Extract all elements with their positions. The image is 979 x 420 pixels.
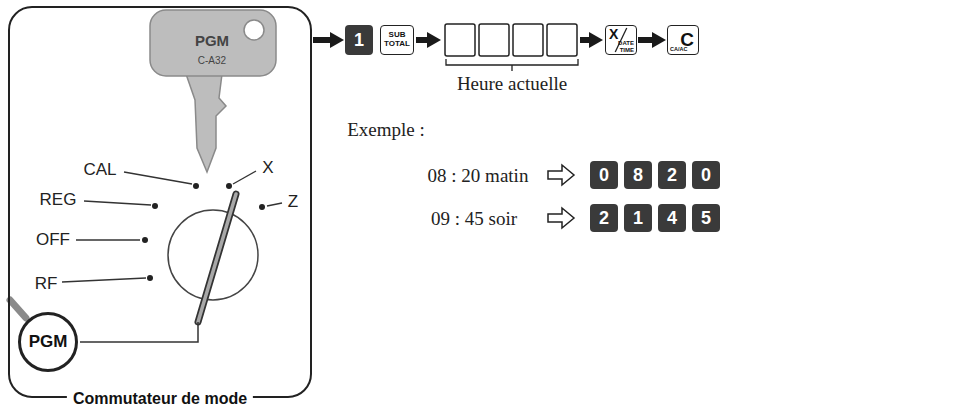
key-legend: SUB TOTAL — [384, 31, 410, 49]
key-marking: PGM — [195, 32, 229, 49]
mode-label: REG — [40, 190, 77, 210]
key-illustration — [150, 10, 276, 172]
flow-arrow — [313, 37, 332, 43]
flow-arrow — [580, 37, 591, 43]
flow-arrow — [416, 37, 429, 43]
bracket-label: Heure actuelle — [457, 73, 567, 95]
entry-boxes — [445, 24, 577, 56]
mode-label: CAL — [83, 160, 116, 180]
key-marking: C-A32 — [198, 55, 226, 66]
key-legend: 0 — [599, 165, 609, 186]
key-legend: 5 — [701, 208, 711, 229]
key-legend: 2 — [599, 208, 609, 229]
bracket — [446, 59, 578, 71]
key-legend: PGM — [29, 332, 68, 352]
flow-arrow — [638, 37, 654, 43]
mode-dial — [80, 194, 258, 342]
key-legend: 1 — [354, 30, 364, 51]
key-legend: 2 — [667, 165, 677, 186]
digit-key: 5 — [692, 204, 720, 232]
digit-key: 2 — [590, 204, 618, 232]
key-legend: 8 — [633, 165, 643, 186]
mode-label: X — [262, 158, 273, 178]
key-legend: Commutateur de mode — [67, 390, 253, 408]
magnifier-handle — [10, 300, 26, 318]
key-sublegend: CA/AC — [670, 47, 687, 53]
hollow-arrow — [548, 208, 574, 228]
digit-key: 0 — [590, 161, 618, 189]
digit-key: 0 — [692, 161, 720, 189]
example-time: 09 : 45 soir — [431, 208, 517, 230]
digit-key: 1 — [624, 204, 652, 232]
digit-key: 4 — [658, 204, 686, 232]
date-time-key: XDATE TIME — [605, 25, 637, 55]
clear-key: CCA/AC — [667, 25, 699, 55]
key-legend: 0 — [701, 165, 711, 186]
subtotal-key: SUB TOTAL — [380, 25, 414, 55]
pgm-circle: PGM — [18, 312, 78, 372]
number-key: 1 — [345, 25, 373, 55]
mode-label: OFF — [36, 230, 70, 250]
mode-label: Z — [288, 192, 298, 212]
key-legend: X — [609, 26, 618, 42]
hollow-arrow — [548, 165, 574, 185]
digit-key: 2 — [658, 161, 686, 189]
digit-key: 8 — [624, 161, 652, 189]
example-time: 08 : 20 matin — [428, 165, 529, 187]
key-legend: 4 — [667, 208, 677, 229]
key-legend: 1 — [633, 208, 643, 229]
key-sublegend: DATE TIME — [618, 40, 634, 53]
mode-label: RF — [35, 274, 58, 294]
example-heading: Exemple : — [347, 119, 425, 141]
position-leaders — [62, 171, 282, 282]
